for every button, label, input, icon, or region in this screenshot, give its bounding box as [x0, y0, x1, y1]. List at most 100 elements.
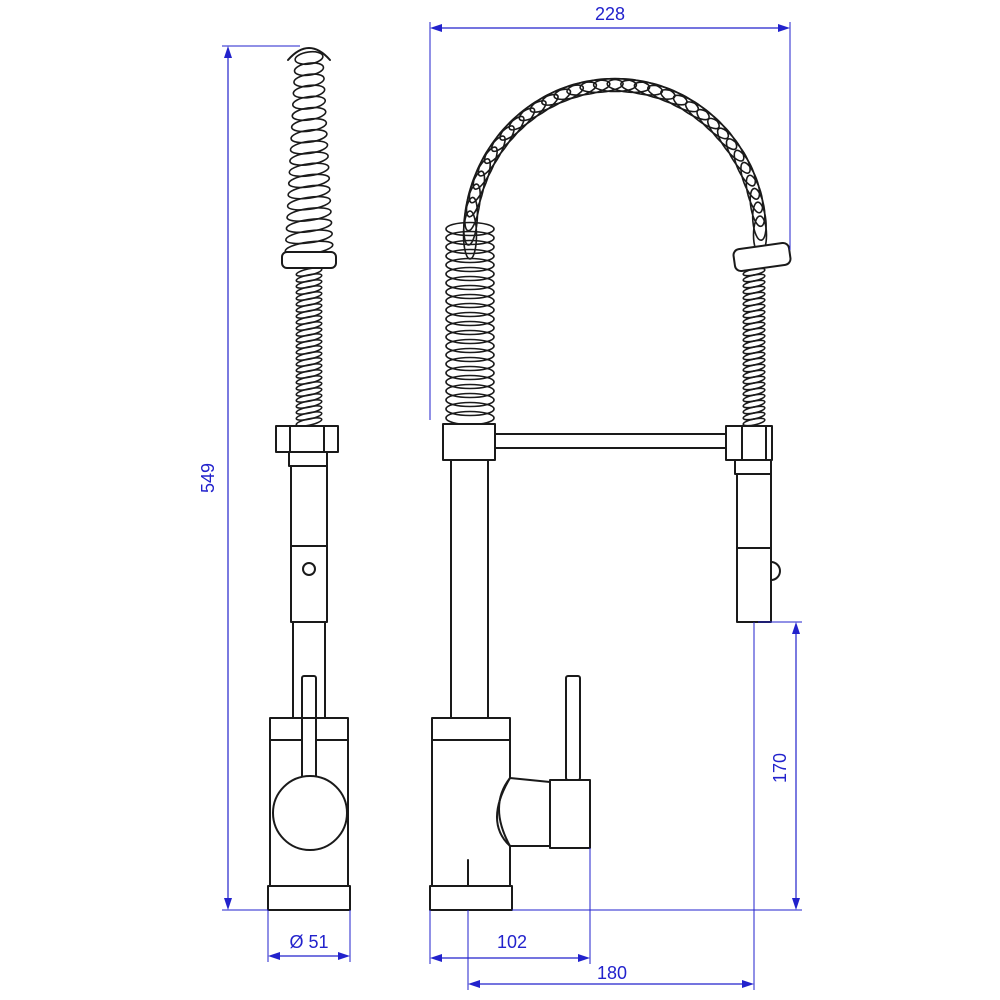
front-view-spray-head-upper: [736, 473, 772, 549]
hose-turn: [742, 417, 766, 427]
dim-base-diameter: Ø 51: [289, 932, 328, 952]
coil-turn: [289, 140, 329, 155]
coil-turn: [740, 161, 761, 200]
coil-turn: [445, 374, 495, 390]
coil-turn: [620, 79, 664, 96]
hose-turn: [295, 345, 323, 355]
hose-turn: [295, 381, 323, 391]
coil-turn: [445, 347, 495, 363]
hose-turn: [295, 357, 323, 367]
coil-turn: [285, 218, 333, 234]
coil-turn: [288, 162, 330, 178]
hose-turn: [295, 387, 323, 397]
coil-turn: [290, 117, 328, 133]
front-view: [429, 77, 792, 911]
side-view-spray-head-lower: [290, 545, 328, 623]
front-view-column-collar: [442, 423, 496, 461]
front-view-handle-lever: [565, 675, 581, 781]
coil-turn: [445, 392, 495, 408]
coil-turn: [445, 383, 495, 399]
front-view-arch-coil: [445, 77, 768, 426]
coil-turn: [579, 78, 624, 94]
coil-turn: [286, 207, 332, 222]
coil-turn: [606, 78, 651, 94]
front-view-spray-head-lower: [736, 547, 772, 623]
dim-handle-offset: 102: [497, 932, 527, 952]
coil-turn: [445, 239, 495, 255]
coil-turn: [286, 195, 332, 211]
hose-turn: [295, 369, 323, 379]
coil-turn: [445, 401, 495, 417]
front-view-clamp-foot: [734, 459, 772, 475]
hose-turn: [295, 309, 323, 319]
hose-turn: [295, 375, 323, 385]
hose-turn: [295, 297, 323, 307]
hose-turn: [295, 273, 323, 283]
front-view-handle-cylinder: [549, 779, 591, 849]
dim-overall-height: 549: [198, 463, 218, 493]
front-view-clamp: [725, 425, 773, 461]
coil-turn: [707, 117, 738, 151]
front-view-spray-button: [770, 561, 781, 581]
coil-turn: [672, 94, 710, 121]
hose-turn: [295, 327, 323, 337]
front-view-coil-end-cap: [732, 241, 792, 273]
side-view-upper-coil: [284, 47, 334, 256]
coil-turn: [445, 266, 495, 282]
side-view-handle-knob: [272, 775, 348, 851]
side-view-hose-coil: [295, 267, 323, 427]
coil-turn: [684, 101, 720, 130]
side-view-clamp-foot: [288, 451, 328, 467]
coil-turn: [291, 95, 327, 110]
dimension-annotations: 549 228 170 Ø 51 102 180: [198, 4, 802, 990]
coil-turn: [508, 99, 547, 131]
coil-turn: [733, 149, 757, 187]
hose-turn: [295, 363, 323, 373]
coil-top: [287, 47, 331, 61]
coil-turn: [445, 293, 495, 309]
hose-turn: [295, 321, 323, 331]
dim-overall-width: 228: [595, 4, 625, 24]
coil-turn: [445, 365, 495, 381]
side-view-coil-collar: [281, 251, 337, 269]
hose-turn: [295, 399, 323, 409]
side-view-spray-button: [302, 562, 316, 576]
hose-turn: [295, 351, 323, 361]
hose-turn: [295, 339, 323, 349]
coil-turn: [445, 338, 495, 354]
hose-turn: [295, 279, 323, 289]
hose-turn: [295, 333, 323, 343]
coil-turn: [445, 275, 495, 291]
coil-turn: [566, 79, 611, 96]
coil-turn: [749, 187, 766, 228]
coil-turn: [490, 115, 525, 153]
hose-turn: [295, 411, 323, 421]
coil-turn: [287, 173, 331, 189]
coil-turn: [293, 73, 325, 88]
coil-turn: [553, 81, 598, 101]
side-view: [267, 47, 351, 911]
side-view-clamp: [275, 425, 339, 453]
coil-turn: [291, 106, 327, 122]
hose-turn: [295, 303, 323, 313]
coil-turn: [287, 184, 331, 200]
side-view-spray-head-upper: [290, 465, 328, 547]
coil-turn: [445, 320, 495, 336]
coil-turn: [745, 174, 764, 214]
hose-turn: [295, 405, 323, 415]
coil-turn: [445, 356, 495, 372]
coil-turn: [292, 84, 326, 99]
dim-spout-height: 170: [770, 753, 790, 783]
coil-turn: [445, 248, 495, 264]
coil-turn: [445, 329, 495, 345]
coil-turn: [445, 284, 495, 300]
coil-turn: [725, 138, 751, 174]
coil-turn: [499, 107, 536, 141]
front-view-hose-coil: [742, 267, 766, 427]
coil-turn: [445, 302, 495, 318]
side-view-base: [267, 885, 351, 911]
coil-turn: [445, 311, 495, 327]
coil-turn: [696, 108, 730, 140]
coil-turn: [289, 151, 329, 166]
coil-turn: [751, 201, 767, 242]
